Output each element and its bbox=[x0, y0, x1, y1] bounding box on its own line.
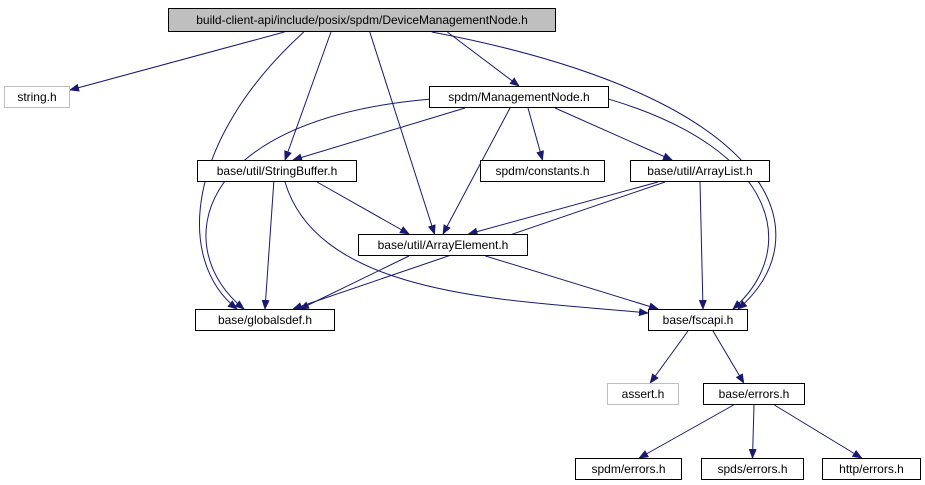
node-gdef[interactable]: base/globalsdef.h bbox=[195, 309, 335, 331]
edge-strbuf-to-fscapi bbox=[284, 181, 649, 317]
node-label: spdm/errors.h bbox=[591, 462, 666, 476]
edge-mgmt-to-gdef bbox=[205, 98, 430, 310]
edge-errors-to-spdmerr bbox=[638, 404, 734, 459]
node-alist[interactable]: base/util/ArrayList.h bbox=[630, 160, 770, 182]
node-label: string.h bbox=[17, 90, 57, 104]
edge-errors-to-httperr bbox=[774, 404, 863, 459]
edge-alist-to-aelem bbox=[467, 181, 659, 236]
node-label: http/errors.h bbox=[839, 462, 904, 476]
node-httperr[interactable]: http/errors.h bbox=[822, 458, 921, 480]
edge-mgmt-to-const bbox=[527, 107, 544, 161]
node-label: build-client-api/include/posix/spdm/Devi… bbox=[196, 13, 528, 27]
edge-errors-to-spdserr bbox=[748, 404, 757, 459]
edge-aelem-to-gdef bbox=[299, 255, 410, 310]
node-label: base/globalsdef.h bbox=[217, 313, 313, 327]
edge-mgmt-to-strbuf bbox=[292, 107, 466, 162]
edge-mgmt-to-fscapi bbox=[608, 98, 770, 310]
edge-root-to-strbuf bbox=[284, 31, 332, 161]
edge-mgmt-to-aelem bbox=[442, 107, 511, 235]
edge-root-to-gdef bbox=[199, 31, 305, 310]
node-assert[interactable]: assert.h bbox=[607, 383, 679, 405]
node-label: base/fscapi.h bbox=[662, 313, 734, 327]
node-label: base/util/StringBuffer.h bbox=[216, 164, 338, 178]
edge-fscapi-to-errors bbox=[712, 330, 745, 384]
edge-root-to-aelem bbox=[369, 31, 436, 235]
edge-alist-to-fscapi bbox=[698, 181, 707, 310]
node-errors[interactable]: base/errors.h bbox=[703, 383, 805, 405]
node-mgmt[interactable]: spdm/ManagementNode.h bbox=[429, 86, 609, 108]
node-string[interactable]: string.h bbox=[4, 86, 70, 108]
node-const[interactable]: spdm/constants.h bbox=[480, 160, 605, 182]
edge-mgmt-to-alist bbox=[554, 107, 673, 161]
node-aelem[interactable]: base/util/ArrayElement.h bbox=[358, 234, 528, 256]
edge-fscapi-to-assert bbox=[649, 330, 689, 384]
node-label: spdm/constants.h bbox=[495, 164, 590, 178]
edge-strbuf-to-gdef bbox=[261, 181, 275, 310]
node-strbuf[interactable]: base/util/StringBuffer.h bbox=[197, 160, 357, 182]
edge-root-to-string bbox=[69, 31, 285, 92]
node-spdmerr[interactable]: spdm/errors.h bbox=[575, 458, 682, 480]
node-label: base/util/ArrayElement.h bbox=[377, 238, 509, 252]
node-label: base/util/ArrayList.h bbox=[647, 164, 753, 178]
edge-aelem-to-fscapi bbox=[485, 255, 659, 311]
node-spdserr[interactable]: spds/errors.h bbox=[701, 458, 804, 480]
node-label: base/errors.h bbox=[718, 387, 790, 401]
node-root[interactable]: build-client-api/include/posix/spdm/Devi… bbox=[168, 8, 556, 32]
node-label: spdm/ManagementNode.h bbox=[448, 90, 590, 104]
edge-strbuf-to-aelem bbox=[316, 181, 410, 235]
node-label: spds/errors.h bbox=[717, 462, 788, 476]
edge-root-to-mgmt bbox=[447, 31, 520, 87]
node-fscapi[interactable]: base/fscapi.h bbox=[648, 309, 748, 331]
node-label: assert.h bbox=[621, 387, 665, 401]
